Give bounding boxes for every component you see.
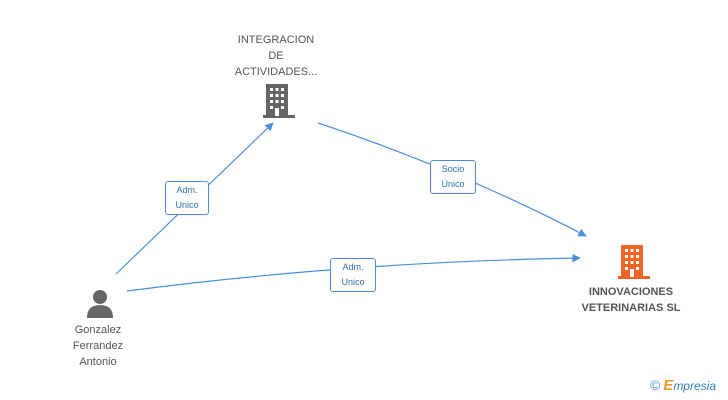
brand-name: mpresia: [673, 379, 716, 393]
node-integracion-label[interactable]: INTEGRACION DE ACTIVIDADES...: [234, 34, 318, 78]
brand-initial: E: [663, 377, 674, 394]
copyright-symbol: ©: [649, 377, 661, 393]
building-icon[interactable]: [618, 245, 650, 279]
edge-label-gonzalez-integracion[interactable]: Adm. Unico: [165, 181, 209, 215]
building-icon[interactable]: [263, 84, 295, 118]
empresia-logo: ©Empresia: [650, 377, 716, 394]
edge-label-integracion-innovaciones[interactable]: Socio Único: [430, 160, 476, 194]
node-gonzalez-label[interactable]: Gonzalez Ferrandez Antonio: [72, 324, 124, 368]
edge-label-gonzalez-innovaciones[interactable]: Adm. Unico: [330, 258, 376, 292]
person-icon[interactable]: [85, 288, 115, 318]
node-innovaciones-label[interactable]: INNOVACIONES VETERINARIAS SL: [581, 286, 681, 314]
